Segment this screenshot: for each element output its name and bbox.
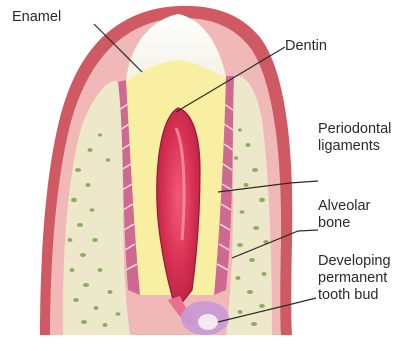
tooth-bud-core	[198, 314, 218, 330]
label-dentin: Dentin	[285, 38, 327, 55]
label-enamel: Enamel	[12, 9, 61, 26]
label-alveolar-bone: Alveolar bone	[318, 198, 370, 232]
label-developing-tooth-bud: Developing permanent tooth bud	[318, 253, 391, 304]
label-periodontal-ligaments: Periodontal ligaments	[318, 121, 391, 155]
